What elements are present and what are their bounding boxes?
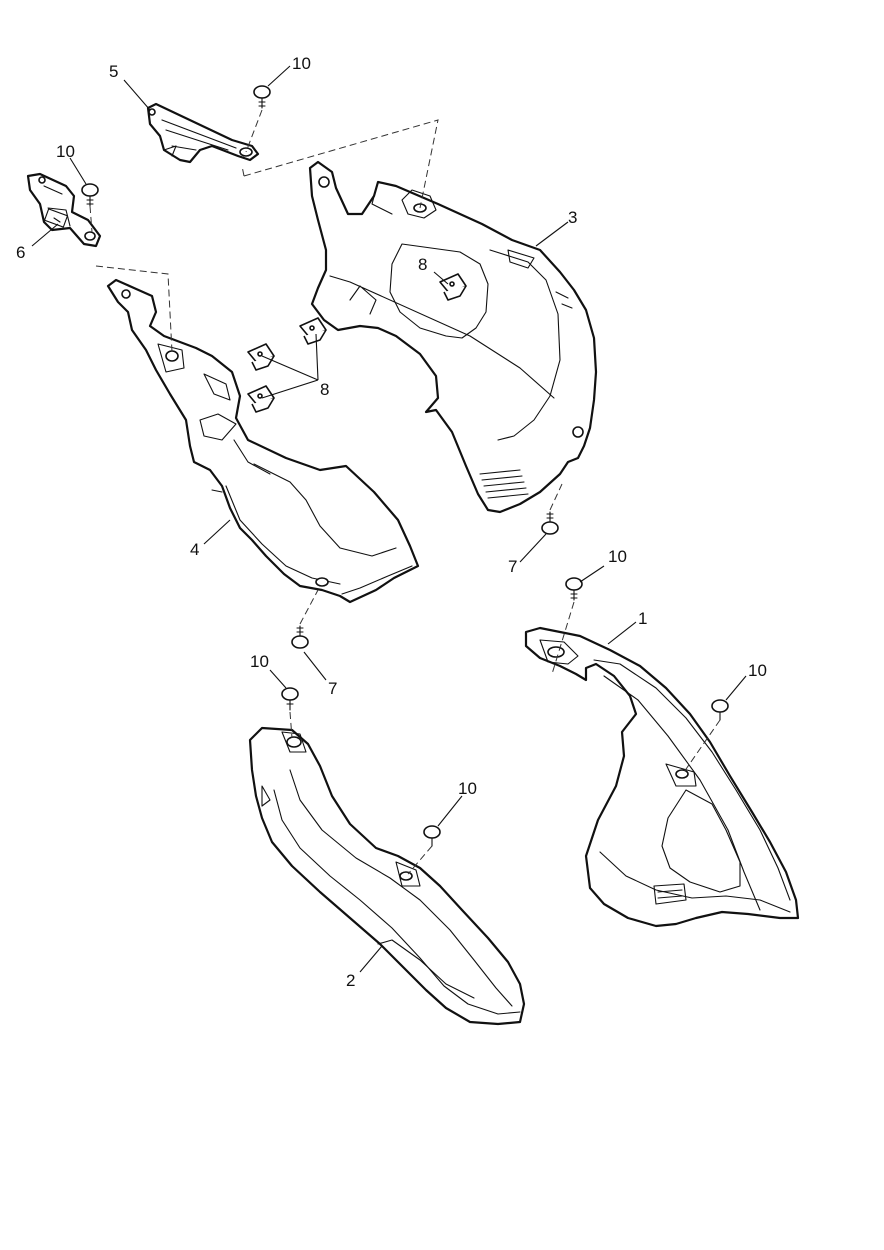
- fastener-7-left: [291, 625, 309, 649]
- leader-lines: [31, 65, 747, 973]
- callout-labels: 5 10 10 6 3 8 8 4 7 10 1 7 10 10 10 2: [16, 54, 767, 990]
- bracket-part-5: [146, 102, 260, 164]
- assembly-lines: [89, 109, 721, 875]
- fastener-10-mid-right: [565, 577, 583, 601]
- callout-10-top: 10: [292, 54, 311, 73]
- fastener-7-right: [541, 511, 559, 535]
- callout-3: 3: [568, 208, 577, 227]
- fastener-10-top: [253, 85, 271, 109]
- inner-panel-part-4: [106, 278, 420, 604]
- callout-1: 1: [638, 609, 647, 628]
- callout-7-left: 7: [328, 679, 337, 698]
- callout-6: 6: [16, 243, 25, 262]
- fastener-10-part2-top: [281, 687, 299, 711]
- callout-5: 5: [109, 62, 118, 81]
- cover-part-2: [248, 726, 526, 1026]
- callout-8-top: 8: [418, 255, 427, 274]
- callout-4: 4: [190, 540, 199, 559]
- callout-2: 2: [346, 971, 355, 990]
- callout-10-part2-mid: 10: [458, 779, 477, 798]
- callout-7-right: 7: [508, 557, 517, 576]
- callout-10-part1: 10: [748, 661, 767, 680]
- fastener-10-part1: [711, 699, 729, 721]
- fastener-10-left: [81, 183, 99, 207]
- inner-panel-part-3: [308, 160, 598, 514]
- clip-part-8: [247, 273, 467, 413]
- fastener-10-part2-mid: [423, 825, 441, 847]
- cover-part-1: [524, 626, 800, 928]
- callout-8-left: 8: [320, 380, 329, 399]
- callout-10-part2-top: 10: [250, 652, 269, 671]
- callout-10-mid-right: 10: [608, 547, 627, 566]
- bracket-part-6: [26, 172, 102, 248]
- callout-10-left: 10: [56, 142, 75, 161]
